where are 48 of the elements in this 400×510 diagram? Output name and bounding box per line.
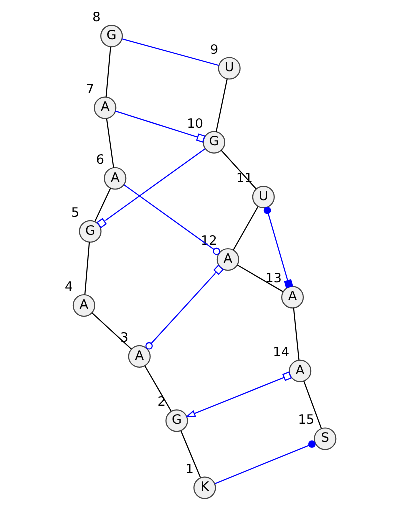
connector (236, 264, 284, 292)
node-label: 7 (86, 82, 94, 98)
node-label: 15 (298, 413, 314, 428)
connector (91, 312, 132, 350)
node-circle: G (100, 25, 123, 48)
node-label: 1 (185, 462, 194, 478)
arrow (185, 372, 292, 418)
node-circle: A (104, 167, 126, 190)
node-label: 10 (186, 116, 203, 132)
connector (106, 118, 114, 168)
node-circle: G (202, 131, 226, 154)
node-circle: U (218, 57, 240, 80)
connector (303, 381, 322, 429)
node-label: 5 (70, 206, 80, 221)
connector (232, 206, 258, 251)
node-label: 6 (96, 152, 104, 168)
connector (105, 47, 111, 98)
node-circle: A (128, 345, 150, 368)
node-circle: U (252, 186, 274, 209)
connector (263, 206, 293, 289)
connector (214, 440, 316, 484)
node-label: 12 (200, 234, 217, 249)
node-label: 8 (92, 10, 100, 26)
connector (123, 184, 220, 256)
connector (215, 79, 228, 132)
node-label: 9 (210, 42, 218, 58)
connector (114, 110, 206, 143)
node-circle: K (193, 476, 216, 500)
connector (122, 38, 219, 66)
node-label: 4 (64, 280, 73, 295)
connector (96, 148, 206, 229)
node-circle: G (78, 220, 102, 243)
node-label: 14 (272, 345, 290, 360)
connector (292, 308, 300, 360)
node-circle: A (216, 248, 239, 272)
node-circle: A (280, 286, 304, 309)
node-circle: S (314, 428, 336, 450)
connector (94, 188, 111, 222)
node-circle: A (288, 360, 312, 382)
connector (145, 264, 224, 350)
node-label: 13 (265, 272, 282, 287)
node-circle: G (165, 410, 188, 432)
connector (84, 242, 90, 295)
connector (180, 430, 201, 478)
node-circle: A (72, 294, 95, 318)
connector (144, 366, 172, 412)
node-label: 3 (120, 330, 128, 346)
node-circle: A (94, 96, 116, 120)
